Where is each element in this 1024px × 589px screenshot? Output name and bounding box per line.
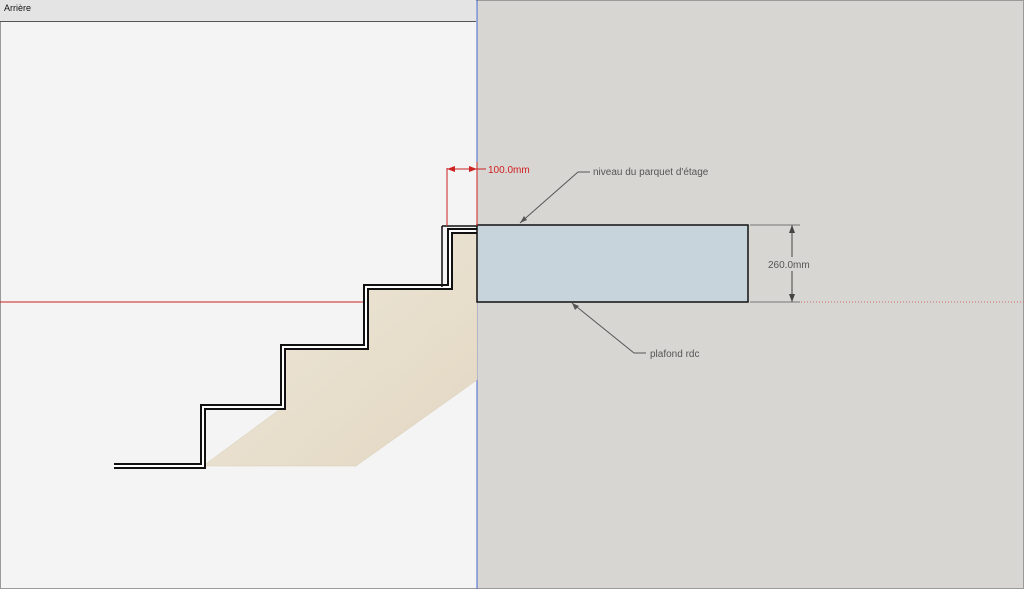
floor-slab[interactable] — [476, 224, 749, 303]
floor-level-label: niveau du parquet d'étage — [593, 167, 709, 178]
stair-steps-inner — [114, 230, 477, 467]
width-dimension-label: 100.0mm — [488, 165, 530, 176]
height-dimension[interactable]: 260.0mm — [750, 224, 816, 303]
width-dimension[interactable]: 100.0mm — [446, 162, 530, 226]
scene-tab[interactable]: Arrière — [0, 0, 476, 22]
height-dimension-label: 260.0mm — [768, 260, 810, 271]
ceiling-label: plafond rdc — [650, 349, 699, 360]
scene-tab-label: Arrière — [4, 3, 32, 13]
floor-level-leader[interactable]: niveau du parquet d'étage — [519, 167, 709, 224]
ceiling-leader[interactable]: plafond rdc — [571, 302, 699, 360]
